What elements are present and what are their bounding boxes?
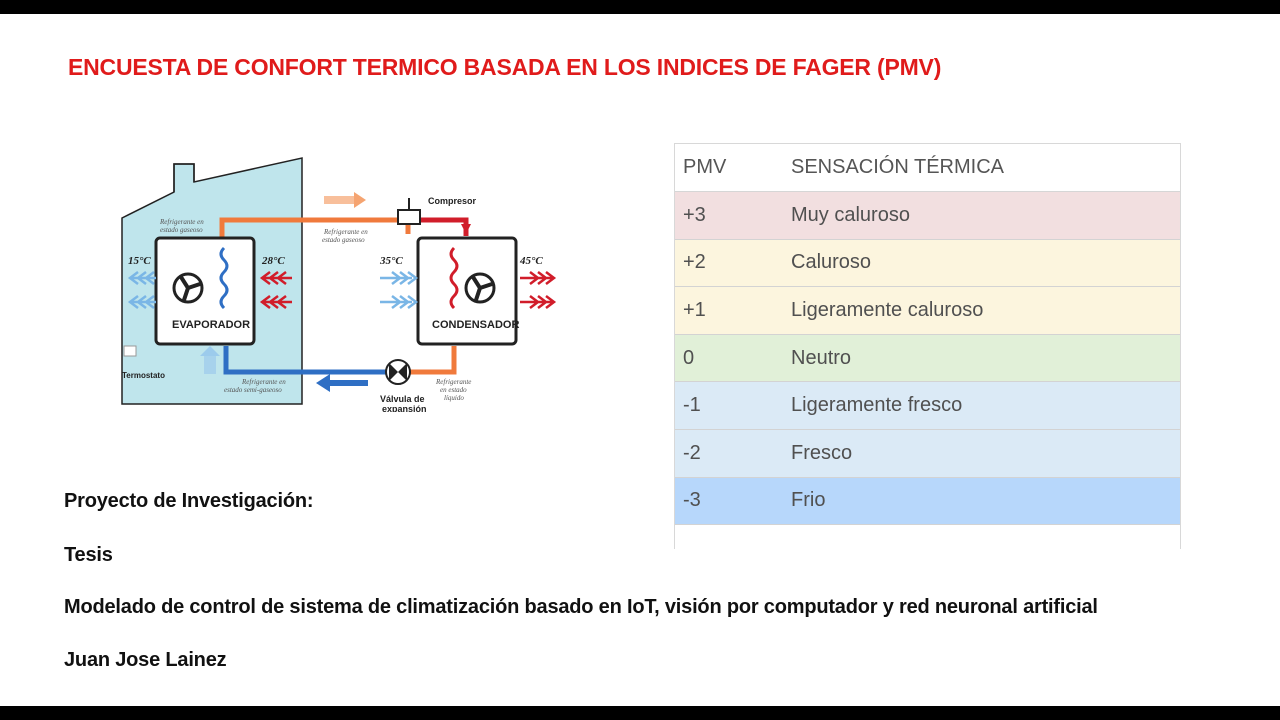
- air-arrows-condenser-in: [380, 271, 419, 309]
- air-arrows-cold-out: [127, 271, 156, 309]
- heat-pump-diagram: Compresor EVAPORADOR CONDENSADOR Válvula…: [118, 140, 588, 412]
- ref-note-semi-2: estado semi-gaseoso: [224, 386, 282, 394]
- tema-text: Modelado de control de sistema de climat…: [64, 596, 1098, 618]
- air-arrows-hot-out: [520, 271, 557, 309]
- sensacion-value: Neutro: [791, 346, 852, 369]
- valvula-label-1: Válvula de: [380, 394, 425, 404]
- pmv-value: -3: [683, 489, 701, 512]
- thermostat-icon: [123, 345, 137, 357]
- ref-note-top-2: estado gaseoso: [160, 226, 203, 234]
- sensacion-value: Ligeramente fresco: [791, 394, 963, 417]
- table-row: +2 Caluroso: [675, 239, 1180, 288]
- flow-arrow-bottom: [316, 374, 368, 392]
- air-arrow-up: [200, 346, 220, 374]
- pmv-value: +3: [683, 203, 706, 226]
- compressor-icon: [397, 209, 421, 225]
- table-row: -2 Fresco: [675, 429, 1180, 478]
- temp-28: 28°C: [261, 255, 285, 267]
- temp-45: 45°C: [519, 255, 543, 267]
- evaporator-unit: [154, 236, 256, 346]
- ref-note-liq-2: en estado: [440, 386, 467, 394]
- coil-icon-condensador: [449, 246, 459, 310]
- pmv-value: -1: [683, 394, 701, 417]
- sensacion-value: Muy caluroso: [791, 203, 910, 226]
- pipe-liquid: [408, 346, 457, 375]
- header-sensacion: SENSACIÓN TÉRMICA: [791, 156, 1004, 178]
- pmv-value: +1: [683, 298, 706, 321]
- sensacion-value: Fresco: [791, 441, 853, 464]
- ref-note-mid-2: estado gaseoso: [322, 236, 365, 244]
- sensacion-value: Frio: [791, 489, 826, 512]
- ref-note-semi-1: Refrigerante en: [241, 378, 286, 386]
- coil-icon-evaporador: [219, 246, 229, 310]
- temp-35: 35°C: [379, 255, 403, 267]
- pmv-value: +2: [683, 251, 706, 274]
- autor-text: Juan Jose Lainez: [64, 649, 227, 671]
- table-row: -3 Frio: [675, 477, 1180, 526]
- condensador-label: CONDENSADOR: [432, 319, 519, 331]
- pipe-semigas: [223, 346, 388, 375]
- table-row: +3 Muy caluroso: [675, 192, 1180, 240]
- temp-15: 15°C: [128, 255, 151, 267]
- ref-note-liq-1: Refrigerante: [435, 378, 471, 386]
- pmv-value: -2: [683, 441, 701, 464]
- air-arrows-warm-in: [259, 271, 292, 309]
- flow-arrow-top: [324, 192, 366, 208]
- ref-note-liq-3: líquido: [444, 394, 464, 402]
- pmv-value: 0: [683, 346, 695, 369]
- table-row: -1 Ligeramente fresco: [675, 382, 1180, 430]
- header-pmv: PMV: [683, 156, 727, 178]
- valvula-label-2: expansión: [382, 404, 427, 412]
- proyecto-label: Proyecto de Investigación:: [64, 490, 314, 512]
- table-row: +1 Ligeramente caluroso: [675, 287, 1180, 335]
- slide-title: ENCUESTA DE CONFORT TERMICO BASADA EN LO…: [68, 54, 942, 80]
- pmv-table-header: PMV SENSACIÓN TÉRMICA: [675, 144, 1180, 192]
- tipo-label: Tesis: [64, 544, 113, 566]
- pipe-gas-top: [219, 217, 411, 244]
- slide: ENCUESTA DE CONFORT TERMICO BASADA EN LO…: [0, 14, 1280, 706]
- sensacion-value: Caluroso: [791, 251, 872, 274]
- ref-note-mid-1: Refrigerante en: [323, 228, 368, 236]
- evaporador-label: EVAPORADOR: [172, 319, 250, 331]
- heat-pump-svg: Compresor EVAPORADOR CONDENSADOR Válvula…: [121, 157, 557, 412]
- compresor-label: Compresor: [428, 196, 477, 206]
- pmv-table: PMV SENSACIÓN TÉRMICA +3 Muy caluroso +2 Ca…: [674, 143, 1181, 549]
- ref-note-top-1: Refrigerante en: [159, 218, 204, 226]
- sensacion-value: Ligeramente caluroso: [791, 298, 984, 321]
- termostato-label: Termostato: [122, 371, 165, 380]
- table-row: 0 Neutro: [675, 334, 1180, 383]
- pmv-table-body: +3 Muy caluroso +2 Caluroso +1 Ligeramente ca…: [675, 192, 1180, 526]
